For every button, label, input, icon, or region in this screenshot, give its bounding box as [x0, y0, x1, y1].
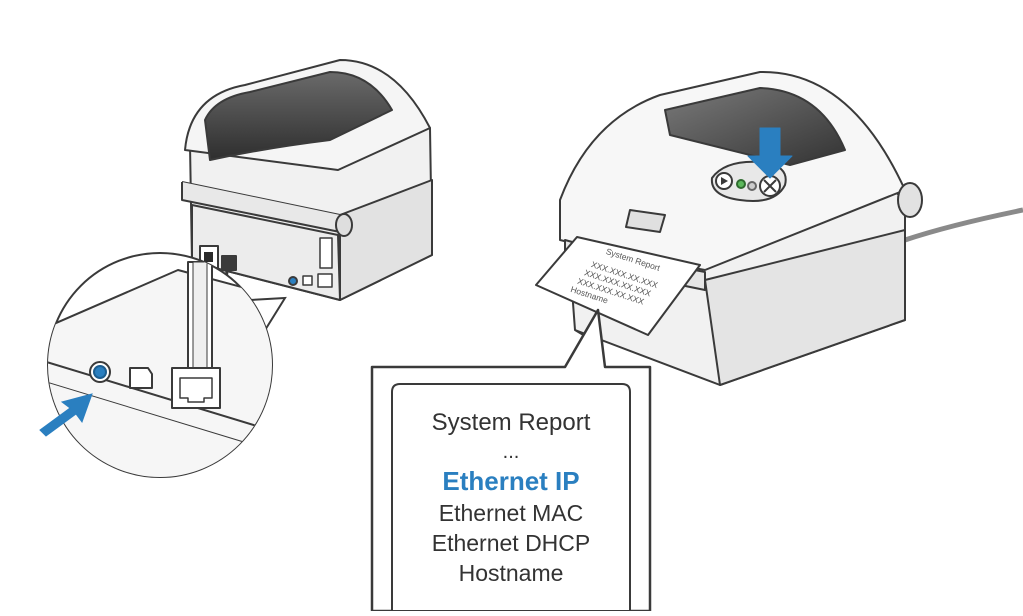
front-lid-window [664, 87, 846, 166]
press-reset-arrow-icon [39, 393, 93, 437]
callout-line: Hostname [459, 560, 564, 586]
lid-window [204, 71, 393, 161]
callout-title: System Report [432, 409, 591, 436]
callout-line: Ethernet MAC [439, 500, 583, 526]
printed-report-slip: System Report XXX.XXX.XX.XXX XXX.XXX.XX.… [535, 236, 701, 336]
front-printer [559, 70, 1023, 386]
callout-ethernet-ip: Ethernet IP [442, 466, 579, 496]
usb-port-icon [129, 367, 153, 389]
status-led [736, 179, 746, 189]
rear-reset-button-small [288, 276, 298, 286]
callout-line: Ethernet DHCP [432, 530, 591, 556]
rear-port-zoom [39, 252, 287, 478]
lid-latch [625, 209, 666, 233]
callout-ellipsis: ... [503, 441, 520, 463]
press-button-arrow-icon [747, 127, 793, 179]
rear-printer [181, 59, 433, 302]
reset-button [93, 365, 107, 379]
report-callout: System Report ... Ethernet IP Ethernet M… [370, 308, 652, 613]
